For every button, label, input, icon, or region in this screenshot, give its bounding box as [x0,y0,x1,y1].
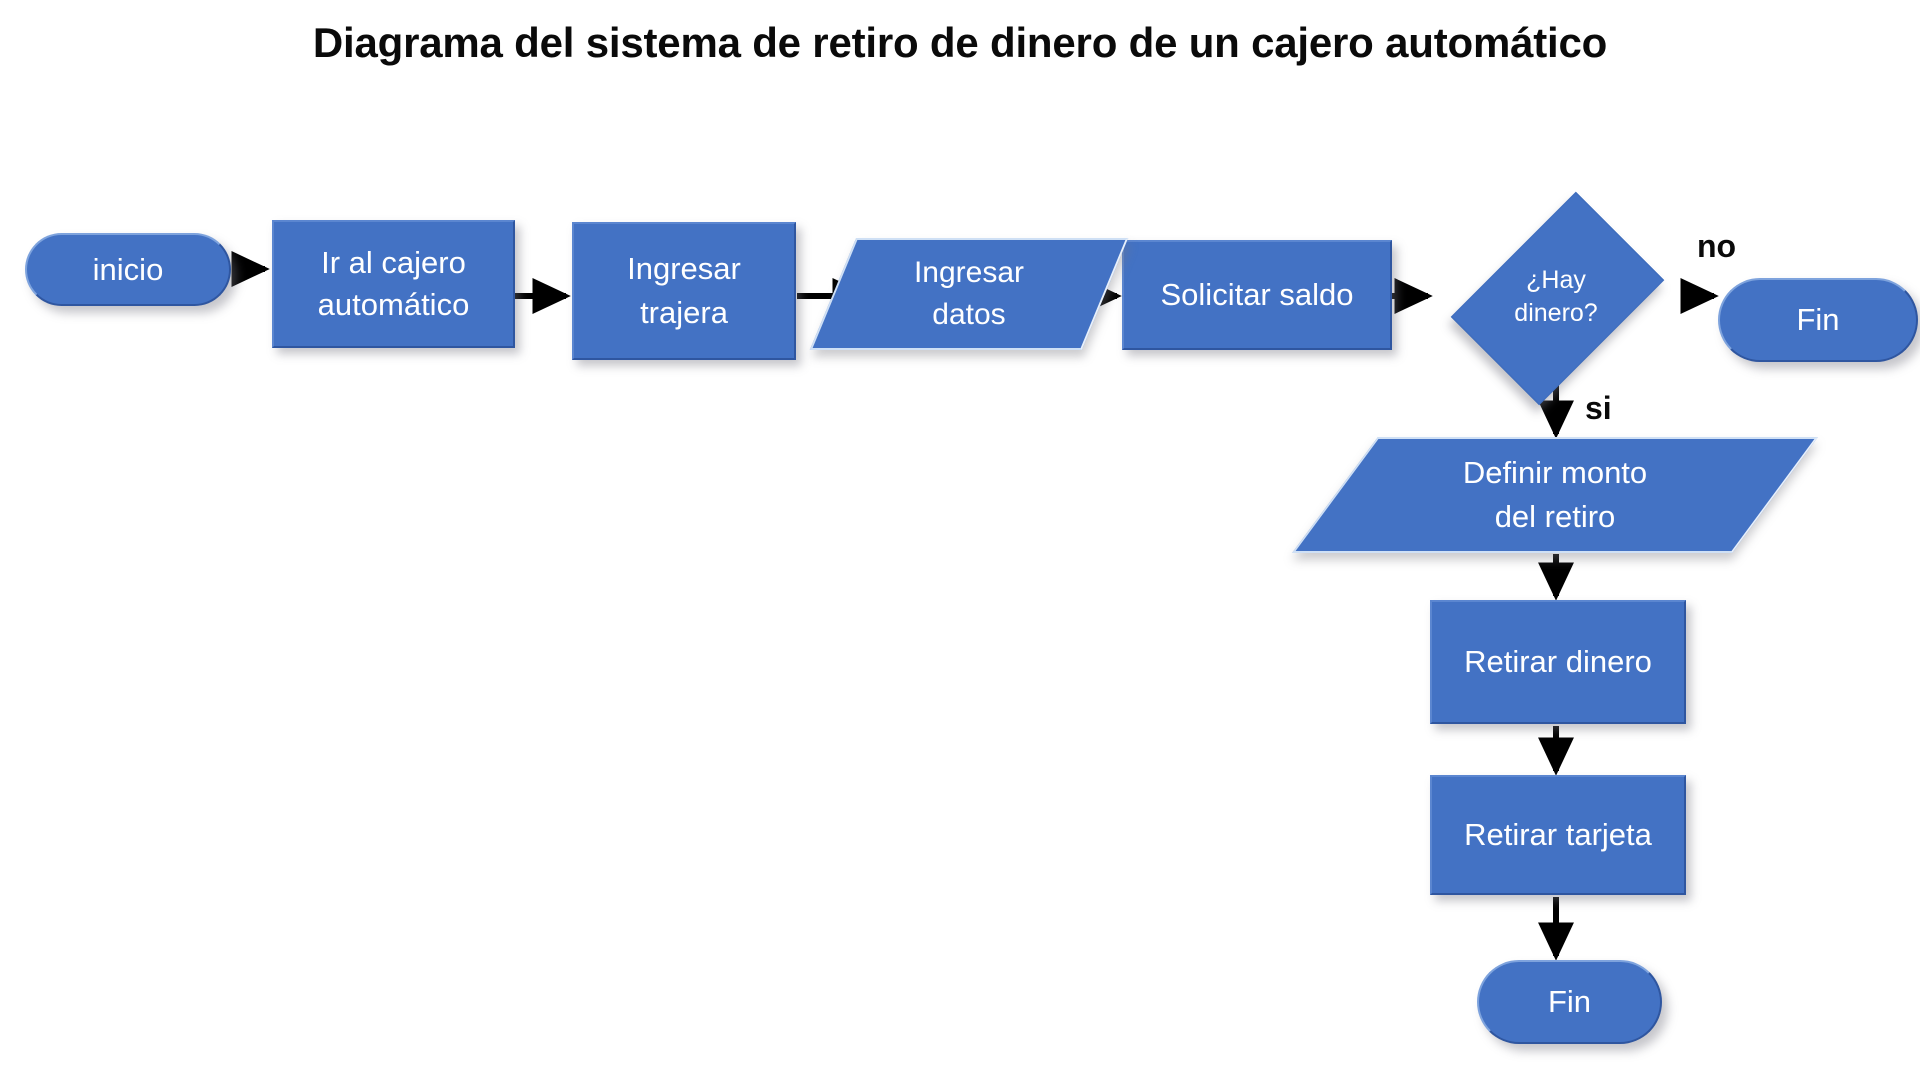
node-end-yes-label: Fin [1547,984,1592,1019]
node-withdraw-money-label: Retirar dinero [1464,644,1652,679]
node-request-balance-label: Solicitar saldo [1160,277,1354,312]
node-define-amount-label: Definir monto del retiro [1462,455,1648,534]
node-has-money-label: ¿Hay dinero? [1514,266,1598,327]
node-end-no-label: Fin [1796,302,1840,337]
node-take-card-label: Retirar tarjeta [1464,817,1652,852]
node-end-yes[interactable]: Fin [1477,960,1662,1044]
node-go-to-atm-label: Ir al cajero automático [317,245,470,322]
node-insert-card-label: Ingresar trajera [627,251,741,330]
node-take-card[interactable]: Retirar tarjeta [1430,775,1686,895]
edge-label-si: si [1585,390,1612,426]
node-insert-card[interactable]: Ingresar trajera [572,222,796,360]
node-start-label: inicio [92,251,164,287]
node-enter-data-label: Ingresar datos [913,256,1025,331]
edge-label-no: no [1697,228,1737,264]
node-enter-data[interactable]: Ingresar datos [809,238,1129,350]
node-start[interactable]: inicio [25,233,231,306]
node-go-to-atm[interactable]: Ir al cajero automático [272,220,515,348]
node-define-amount[interactable]: Definir monto del retiro [1292,437,1818,553]
page-title: Diagrama del sistema de retiro de dinero… [312,19,1608,66]
node-has-money-decision[interactable]: ¿Hay dinero? [1432,191,1680,405]
node-withdraw-money[interactable]: Retirar dinero [1430,600,1686,724]
node-request-balance[interactable]: Solicitar saldo [1122,240,1392,350]
node-end-no[interactable]: Fin [1718,278,1918,362]
